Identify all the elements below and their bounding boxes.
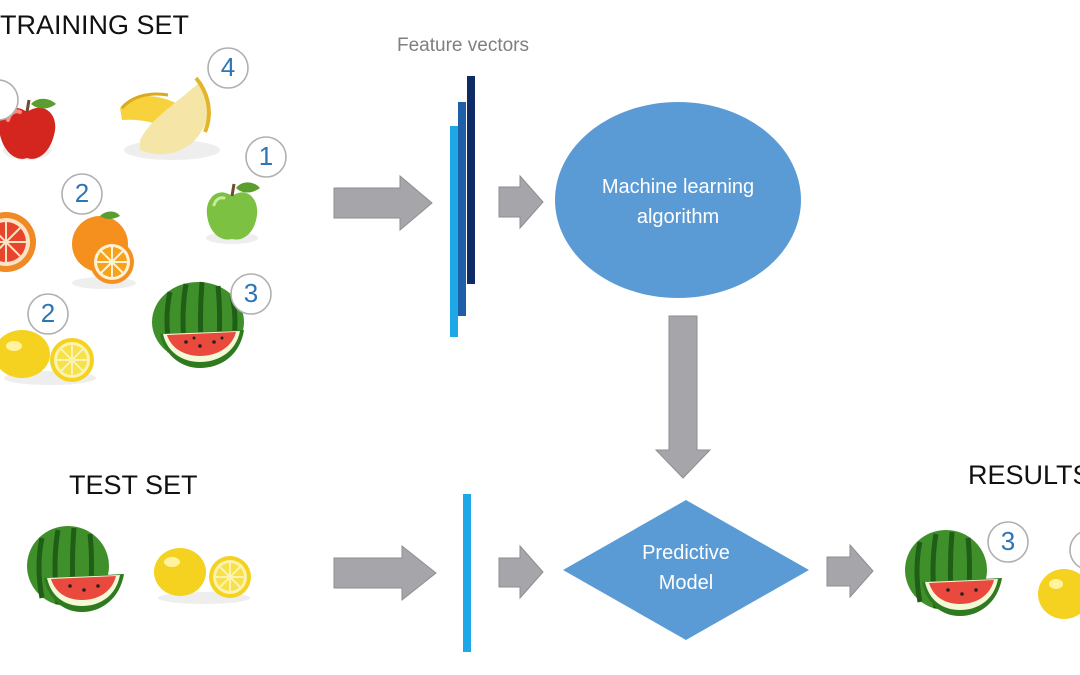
fruit-grapefruit [0, 212, 36, 272]
fruit-banana [120, 76, 220, 160]
arrow-right-icon [333, 174, 433, 232]
ml-algorithm-node [555, 102, 801, 298]
fruit-lemon [154, 548, 251, 604]
predictive-model-line1: Predictive [642, 542, 730, 564]
badge-circle [61, 173, 103, 215]
ml-algorithm-label: Machine learning algorithm [578, 172, 778, 232]
arrow-right-icon [826, 543, 874, 599]
fruit-green-apple [206, 182, 260, 244]
training-set-title: TRAINING SET [0, 10, 190, 40]
fruit-lemon [0, 330, 96, 385]
fruit-lemon [1038, 569, 1080, 619]
badge-number: 4 [220, 52, 236, 82]
badge-circle [207, 47, 249, 89]
ml-algorithm-line2: algorithm [636, 206, 720, 228]
badge-number: 2 [74, 178, 90, 208]
badge-circle [1069, 531, 1080, 569]
arrow-right-icon [498, 174, 544, 230]
predictive-model-label: Predictive Model [606, 538, 766, 598]
arrow-down-icon [654, 315, 712, 479]
badge-circle [987, 521, 1029, 563]
fruit-watermelon [27, 526, 124, 612]
badge-number: 3 [243, 278, 259, 308]
feature-vectors-label: Feature vectors [397, 35, 529, 56]
test-feature-vector-bar [463, 494, 471, 652]
predictive-model-node [563, 500, 809, 640]
badge-number: 2 [40, 298, 56, 328]
test-set-title: TEST SET [69, 470, 198, 500]
arrow-right-icon [498, 544, 544, 600]
feature-vector-bars [450, 76, 475, 337]
badge-circle [245, 136, 287, 178]
fruit-watermelon [905, 530, 1002, 616]
fruit-red-apple [0, 98, 56, 160]
arrow-right-icon [333, 544, 437, 602]
badge-circle [27, 293, 69, 335]
badge-number: 3 [1000, 526, 1016, 556]
fruit-orange [72, 211, 136, 289]
fruit-watermelon [152, 281, 244, 368]
badge-number: 1 [258, 141, 274, 171]
results-title: RESULTS [968, 460, 1080, 490]
ml-algorithm-line1: Machine learning [601, 176, 755, 198]
predictive-model-line2: Model [658, 572, 714, 594]
badge-circle [0, 79, 19, 121]
badge-circle [230, 273, 272, 315]
